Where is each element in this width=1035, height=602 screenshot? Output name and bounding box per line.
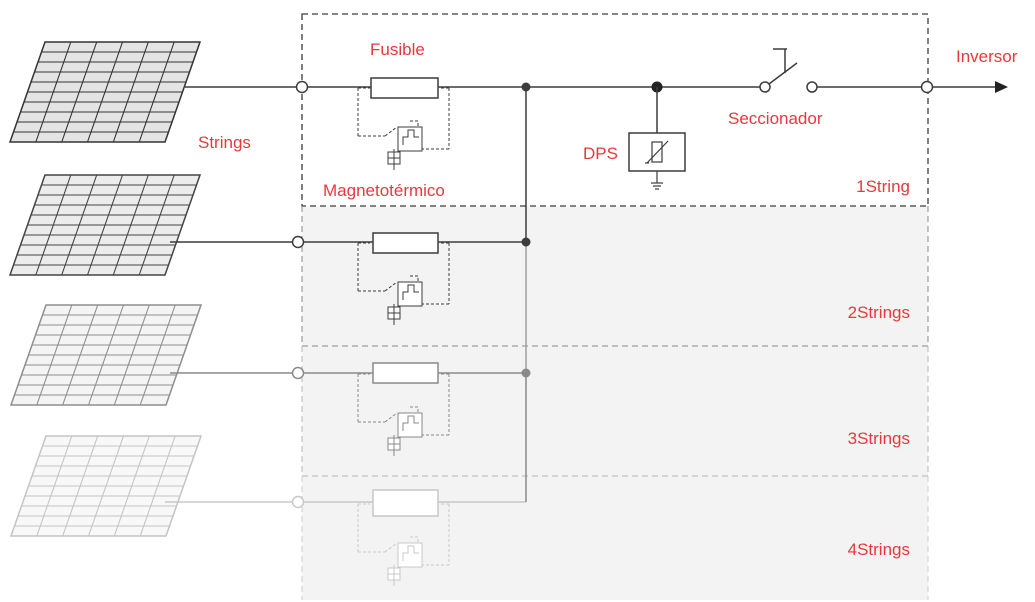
solar-panel-icon: [10, 435, 202, 537]
dps-label: DPS: [583, 144, 618, 163]
fuse-icon: [372, 232, 439, 254]
string-1-circuit: [295, 77, 526, 171]
magnetotermico-label: Magnetotérmico: [323, 181, 445, 200]
section-4strings-label: 4Strings: [848, 540, 910, 559]
section-2strings-area: [302, 206, 928, 346]
fuse-icon: [372, 489, 439, 517]
solar-panel-icon: [9, 174, 201, 276]
combiner-bus: [521, 82, 531, 502]
arrow-right-icon: [995, 81, 1008, 93]
disconnector-switch-icon: [759, 48, 996, 94]
solar-panel-icon: [10, 304, 202, 406]
section-3strings-label: 3Strings: [848, 429, 910, 448]
strings-label: Strings: [198, 133, 251, 152]
string-2-circuit: [291, 232, 526, 326]
inversor-label: Inversor: [956, 47, 1018, 66]
section-1string-label: 1String: [856, 177, 910, 196]
string-3-circuit: [291, 362, 526, 457]
seccionador-label: Seccionador: [728, 109, 823, 128]
fuse-icon: [370, 77, 439, 99]
fusible-label: Fusible: [370, 40, 425, 59]
string-4-circuit: [291, 489, 526, 587]
surge-protector-icon: [628, 132, 686, 172]
section-2strings-label: 2Strings: [848, 303, 910, 322]
fuse-icon: [372, 362, 439, 384]
magnetothermic-breaker-icon: [357, 87, 450, 171]
solar-panel-icon: [9, 41, 201, 143]
section-1string-box: [301, 13, 929, 207]
output-line: [526, 48, 1008, 190]
ground-icon: [651, 171, 663, 190]
